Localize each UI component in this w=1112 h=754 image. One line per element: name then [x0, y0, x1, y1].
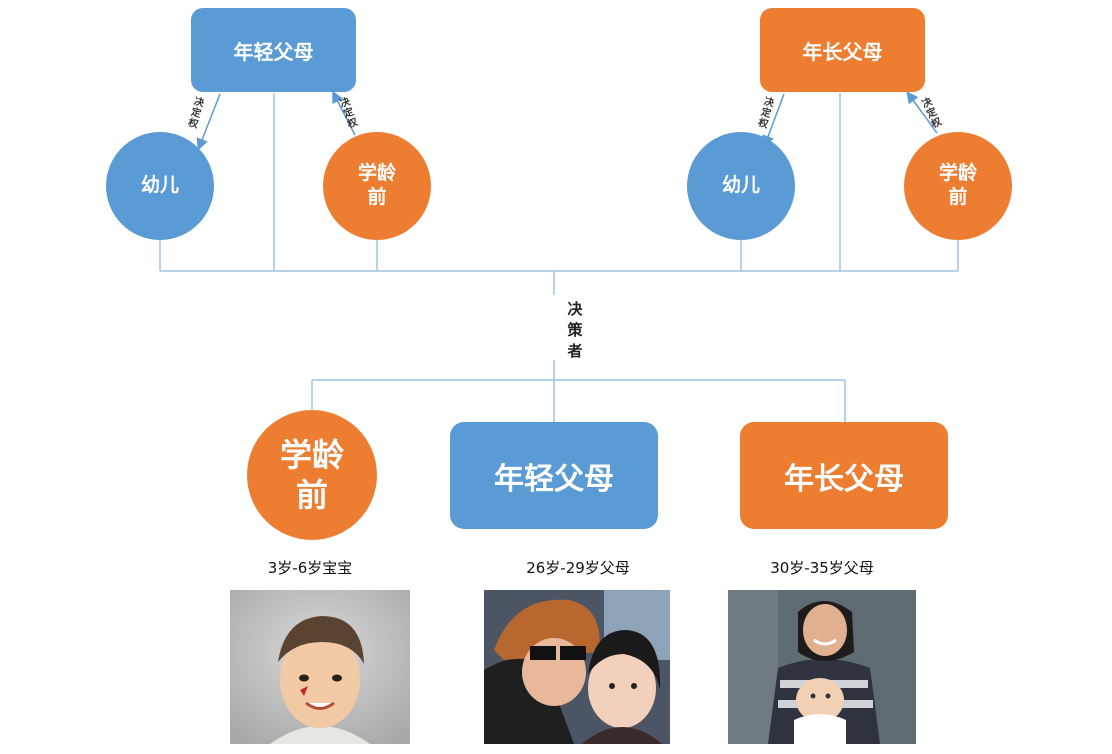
- caption-young-parents: 26岁-29岁父母: [526, 559, 630, 577]
- decision-right-label: 决 定 权: [338, 96, 360, 131]
- mother-daughter-image: [484, 590, 670, 744]
- infant-circle: 幼儿: [687, 132, 795, 240]
- decider-label: 决 策 者: [567, 300, 583, 360]
- preschool-big-circle: 学龄 前: [247, 410, 377, 540]
- preschool-circle: 学龄 前: [904, 132, 1012, 240]
- young-parents-label: 年轻父母: [233, 39, 314, 64]
- caption-preschool: 3岁-6岁宝宝: [267, 559, 353, 577]
- mother-baby-image: [728, 590, 916, 744]
- older-parents-label: 年长父母: [802, 39, 883, 64]
- decision-right-label: 决 定 权: [186, 96, 206, 131]
- decision-right-label: 决 定 权: [756, 96, 776, 131]
- caption-older-parents: 30岁-35岁父母: [770, 559, 874, 577]
- older-parents-box: 年长父母: [760, 8, 925, 92]
- preschool-circle: 学龄 前: [323, 132, 431, 240]
- older-parents-big-box: 年长父母: [740, 422, 948, 529]
- young-parents-big-box: 年轻父母: [450, 422, 658, 529]
- decision-right-label: 决 定 权: [920, 96, 944, 131]
- boy-portrait-image: [230, 590, 410, 744]
- infant-circle: 幼儿: [106, 132, 214, 240]
- young-parents-box: 年轻父母: [191, 8, 356, 92]
